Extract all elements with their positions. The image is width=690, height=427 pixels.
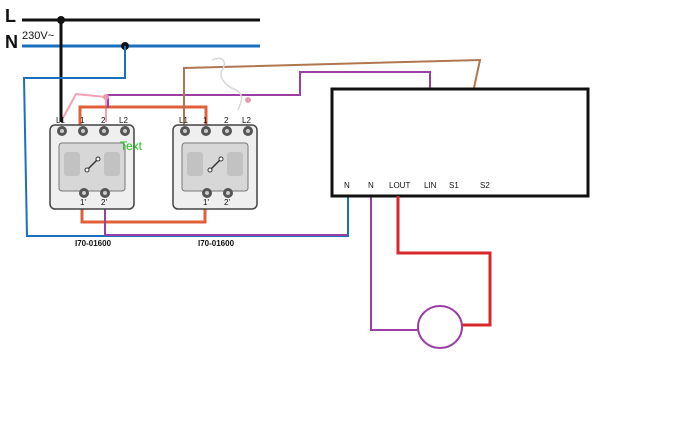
switch-left-terminal-1p: 1': [80, 198, 86, 207]
voltage-label: 230V~: [22, 30, 54, 42]
switch-right-terminal-l1: L1: [179, 116, 188, 125]
pink-dot-2: [103, 94, 109, 100]
switch-left-pad-right: [104, 152, 120, 176]
stray-text: Text: [120, 139, 143, 153]
switch-right-pad-left: [187, 152, 203, 176]
pink-dot: [245, 97, 251, 103]
switch-right-bottom-screws: [202, 188, 233, 198]
switch-right-terminal-1: 1: [203, 116, 208, 125]
switch-left-top-screws: [57, 126, 130, 136]
switch-right-pad-right: [227, 152, 243, 176]
switch-left-terminal-l1: L1: [56, 116, 65, 125]
module-terminal-s1: S1: [449, 181, 459, 190]
purple-wire-bottom: [104, 206, 347, 236]
switch-left-symbol-icon: [84, 156, 101, 173]
switch-right-terminal-2: 2: [224, 116, 229, 125]
switch-right-model: I70-01600: [198, 239, 235, 248]
orange-traveller-top: [78, 105, 208, 130]
switch-left-terminal-1: 1: [80, 116, 85, 125]
neutral-wire: [22, 46, 349, 237]
faint-scribble: [211, 57, 243, 111]
module-terminal-n2: N: [368, 181, 374, 190]
neutral-label: N: [5, 32, 18, 52]
switch-right-symbol-icon: [207, 156, 224, 173]
module-terminal-s2: S2: [480, 181, 490, 190]
lamp-icon: [417, 305, 463, 349]
red-lamp-wire: [396, 196, 492, 327]
purple-wire-lamp: [370, 196, 418, 331]
switch-left-model: I70-01600: [75, 239, 112, 248]
switch-right: L1 1 2 L2 1' 2' I70-01600: [172, 116, 258, 248]
switch-right-terminal-2p: 2': [224, 198, 230, 207]
switch-left-terminal-l2: L2: [119, 116, 128, 125]
switch-left: L1 1 2 L2 1' 2' I70-01600: [49, 116, 135, 248]
switch-right-terminal-l2: L2: [242, 116, 251, 125]
module-terminal-lin: LIN: [424, 181, 437, 190]
switch-left-terminal-2p: 2': [101, 198, 107, 207]
switch-left-bottom-screws: [79, 188, 110, 198]
orange-traveller-bottom: [80, 205, 207, 224]
line-label: L: [5, 6, 16, 26]
switch-left-pad-left: [64, 152, 80, 176]
switch-left-terminal-2: 2: [101, 116, 106, 125]
module-terminal-lout: LOUT: [389, 181, 410, 190]
pink-wire: [62, 92, 107, 122]
switch-right-terminal-1p: 1': [203, 198, 209, 207]
switch-right-top-screws: [180, 126, 253, 136]
module-terminal-n1: N: [344, 181, 350, 190]
control-module: [330, 87, 590, 198]
